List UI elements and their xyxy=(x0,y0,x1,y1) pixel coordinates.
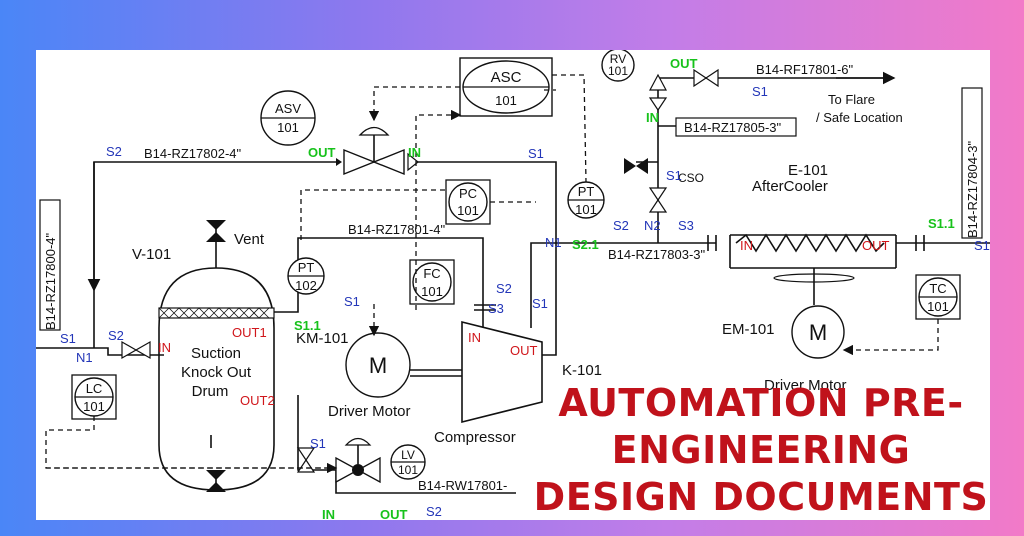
e101-tag: E-101 xyxy=(788,162,828,179)
compressor-label: Compressor xyxy=(434,429,516,446)
line-rz17805: B14-RZ17805-3" xyxy=(684,120,781,135)
km101-tag: KM-101 xyxy=(296,330,349,347)
stream-s11-tag: S1.1 xyxy=(294,318,321,333)
asv-number: 101 xyxy=(277,120,299,135)
headline: AUTOMATION PRE- ENGINEERING DESIGN DOCUM… xyxy=(526,380,996,521)
vent-label: Vent xyxy=(234,231,265,248)
knockout-drum xyxy=(158,267,275,491)
nozzle-out1: OUT1 xyxy=(232,325,267,340)
stream-tag: S1 xyxy=(310,436,326,451)
asv-label: ASV xyxy=(275,101,301,116)
cooler-in: IN xyxy=(740,238,753,253)
asc-number: 101 xyxy=(495,93,517,108)
stream-tag: S1 xyxy=(528,146,544,161)
line-rz17802: B14-RZ17802-4" xyxy=(144,146,241,161)
rv-label: RV xyxy=(610,52,626,66)
safe-location-label: / Safe Location xyxy=(816,110,903,125)
line-rz17801: B14-RZ17801-4" xyxy=(348,222,445,237)
flow-in-tag: IN xyxy=(408,145,421,160)
lc-number: 101 xyxy=(83,399,105,414)
pt-top-label: PT xyxy=(578,184,595,199)
stream-s21-tag: S2.1 xyxy=(572,237,599,252)
line-rw17801: B14-RW17801- xyxy=(418,478,507,493)
headline-line-3: DESIGN DOCUMENTS xyxy=(533,475,989,519)
pid-diagram: ASC 101 ASV 101 RV 101 PC 101 PT 101 PT … xyxy=(36,50,990,520)
pt-top-number: 101 xyxy=(575,202,597,217)
lv-label: LV xyxy=(401,448,415,462)
stream-s11-tag: S1.1 xyxy=(928,216,955,231)
fc-number: 101 xyxy=(421,284,443,299)
motor-symbol-2: M xyxy=(809,320,827,345)
driver-motor-label-2: Driver Motor xyxy=(764,377,847,394)
stream-tag: S1 xyxy=(60,331,76,346)
tc-label: TC xyxy=(929,281,946,296)
aftercooler-label: AfterCooler xyxy=(752,178,828,195)
stream-tag: S1 xyxy=(666,168,682,183)
stream-tag: S2 xyxy=(613,218,629,233)
to-flare-label: To Flare xyxy=(828,92,875,107)
cso-label: CSO xyxy=(678,171,704,185)
stream-tag: S1 xyxy=(752,84,768,99)
flow-out-tag: OUT xyxy=(308,145,336,160)
fc-label: FC xyxy=(423,266,440,281)
flow-in-tag: IN xyxy=(646,110,659,125)
stream-tag: S2 xyxy=(108,328,124,343)
driver-motor-label: Driver Motor xyxy=(328,403,411,420)
compressor-in: IN xyxy=(468,330,481,345)
knockout-label: Knock Out xyxy=(181,364,252,381)
stream-tag: S1 xyxy=(974,238,990,253)
line-rz17803: B14-RZ17803-3" xyxy=(608,247,705,262)
diagram-panel: ASC 101 ASV 101 RV 101 PC 101 PT 101 PT … xyxy=(36,50,990,520)
stream-tag: S2 xyxy=(426,504,442,519)
stream-tag: S2 xyxy=(496,281,512,296)
headline-line-2: ENGINEERING xyxy=(611,428,911,472)
nozzle-tag: N1 xyxy=(545,235,562,250)
compressor-out: OUT xyxy=(510,343,538,358)
stream-tag: S1 xyxy=(344,294,360,309)
em101-tag: EM-101 xyxy=(722,321,775,338)
rv-number: 101 xyxy=(608,64,628,78)
flow-out-tag: OUT xyxy=(380,507,408,520)
drum-label: Drum xyxy=(192,383,229,400)
line-rz17804: B14-RZ17804-3" xyxy=(965,141,980,238)
nozzle-tag: N2 xyxy=(644,218,661,233)
lc-label: LC xyxy=(86,381,103,396)
pc-label: PC xyxy=(459,186,477,201)
compressor xyxy=(461,320,543,424)
asc-label: ASC xyxy=(491,69,522,86)
lv-number: 101 xyxy=(398,463,418,477)
suction-label: Suction xyxy=(191,345,241,362)
tc-number: 101 xyxy=(927,299,949,314)
v101-tag: V-101 xyxy=(132,246,171,263)
pt-left-number: 102 xyxy=(295,278,317,293)
stream-tag: S3 xyxy=(488,301,504,316)
flow-in-tag: IN xyxy=(322,507,335,520)
flow-out-tag: OUT xyxy=(670,56,698,71)
nozzle-in: IN xyxy=(158,340,171,355)
nozzle-out2: OUT2 xyxy=(240,393,275,408)
line-rf17801: B14-RF17801-6" xyxy=(756,62,853,77)
k101-tag: K-101 xyxy=(562,362,602,379)
motor-symbol: M xyxy=(369,353,387,378)
stream-tag: S1 xyxy=(532,296,548,311)
stream-tag: S2 xyxy=(106,144,122,159)
cooler-out: OUT xyxy=(862,238,890,253)
pc-number: 101 xyxy=(457,203,479,218)
line-rz17800: B14-RZ17800-4" xyxy=(43,233,58,330)
pt-left-label: PT xyxy=(298,260,315,275)
headline-line-1: AUTOMATION PRE- xyxy=(558,381,964,425)
stream-tag: S3 xyxy=(678,218,694,233)
nozzle-tag: N1 xyxy=(76,350,93,365)
